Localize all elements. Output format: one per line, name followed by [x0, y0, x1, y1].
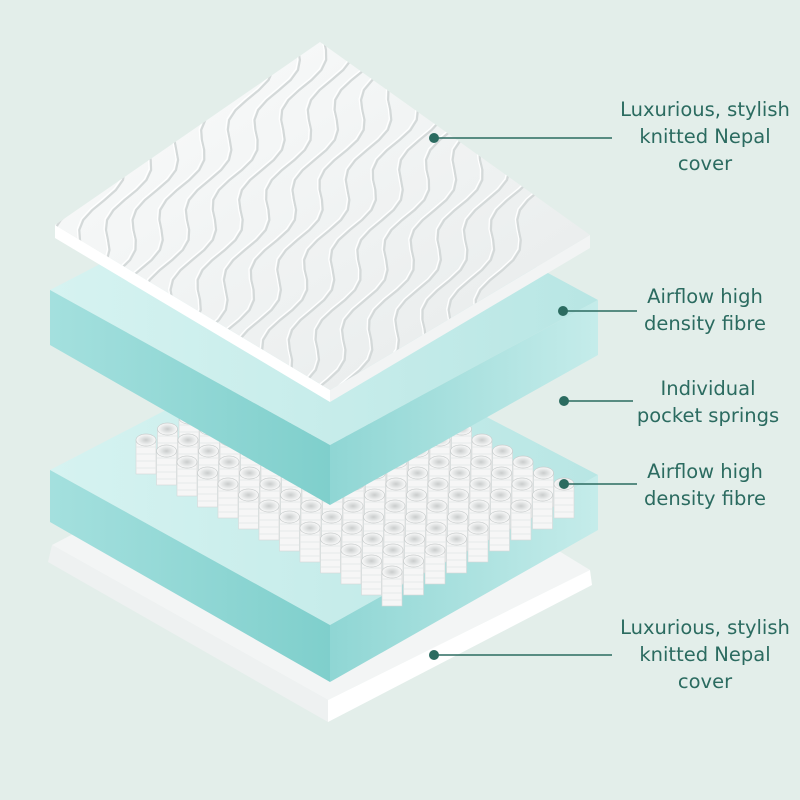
pocket-spring [198, 467, 218, 507]
pocket-spring [511, 500, 531, 540]
quilt-wave-line [0, 30, 22, 430]
pocket-spring [177, 456, 197, 496]
label-top-cover: Luxurious, stylish knitted Nepal cover [620, 96, 790, 177]
label-line: Luxurious, stylish [620, 614, 790, 641]
label-line: cover [620, 668, 790, 695]
pocket-spring [425, 544, 445, 584]
leader-dot-springs [559, 396, 569, 406]
label-upper-fibre: Airflow high density fibre [630, 283, 780, 337]
label-line: density fibre [630, 485, 780, 512]
quilt-wave-line [0, 29, 46, 429]
pocket-spring [362, 555, 382, 595]
pocket-spring [341, 544, 361, 584]
pocket-spring [136, 434, 156, 474]
label-springs: Individual pocket springs [628, 375, 788, 429]
label-line: knitted Nepal [620, 123, 790, 150]
pocket-spring [468, 522, 488, 562]
pocket-spring [157, 445, 177, 485]
pocket-spring [280, 511, 300, 551]
pocket-spring [490, 511, 510, 551]
leader-dot-upper-fibre [558, 306, 568, 316]
pocket-spring [259, 500, 279, 540]
label-lower-fibre: Airflow high density fibre [630, 458, 780, 512]
pocket-spring [239, 489, 259, 529]
label-bottom-cover: Luxurious, stylish knitted Nepal cover [620, 614, 790, 695]
pocket-spring [533, 489, 553, 529]
quilt-wave-line [0, 30, 48, 430]
pocket-spring [300, 522, 320, 562]
quilt-wave-line [0, 29, 20, 429]
pocket-spring [218, 478, 238, 518]
leader-dot-bottom-cover [429, 650, 439, 660]
label-line: pocket springs [628, 402, 788, 429]
label-line: Airflow high [630, 283, 780, 310]
label-line: Airflow high [630, 458, 780, 485]
label-line: Individual [628, 375, 788, 402]
pocket-spring [321, 533, 341, 573]
pocket-spring [447, 533, 467, 573]
leader-dot-top-cover [429, 133, 439, 143]
label-line: density fibre [630, 310, 780, 337]
pocket-spring [382, 566, 402, 606]
leader-dot-lower-fibre [559, 479, 569, 489]
label-line: cover [620, 150, 790, 177]
label-line: knitted Nepal [620, 641, 790, 668]
label-line: Luxurious, stylish [620, 96, 790, 123]
pocket-spring [404, 555, 424, 595]
